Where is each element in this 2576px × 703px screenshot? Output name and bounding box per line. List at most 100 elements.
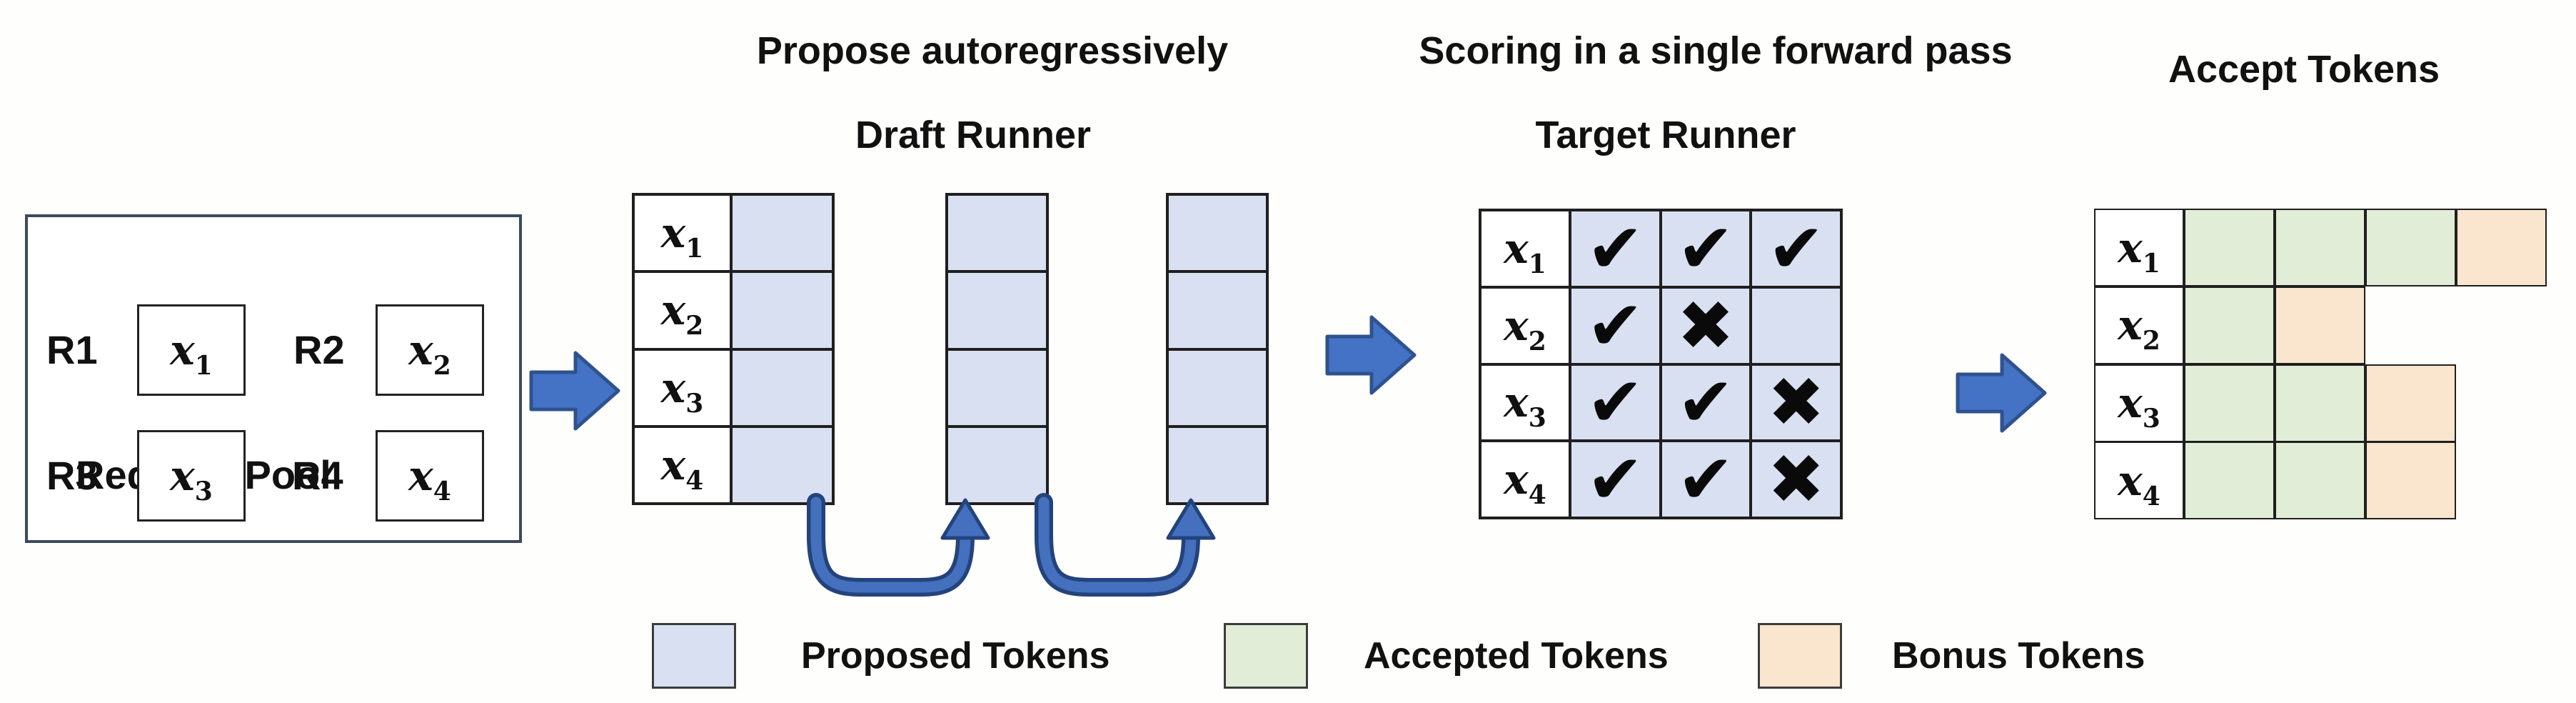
legend-bonus-label: Bonus Tokens	[1892, 635, 2145, 677]
check-icon: ✔	[1676, 439, 1735, 520]
token-label: x3	[1504, 378, 1546, 434]
draft-step2-column	[945, 193, 1049, 505]
draft-row-label: x4	[633, 426, 731, 504]
stage-title-accept: Accept Tokens	[2168, 48, 2440, 91]
accept-check-cell: ✔	[1660, 208, 1751, 289]
proposed-token-cell	[1167, 271, 1267, 349]
u-turn-arrow-icon-2	[1035, 493, 1216, 597]
proposed-token-cell	[947, 194, 1047, 272]
proposed-token-cell	[731, 349, 833, 427]
accept-check-cell: ✔	[1570, 441, 1661, 518]
proposed-token-cell	[1167, 426, 1267, 504]
accept-check-cell: ✔	[1660, 362, 1751, 443]
proposed-token-cell	[731, 271, 833, 349]
accept-row: x2	[2094, 286, 2365, 364]
draft-row-label: x3	[633, 349, 731, 427]
request-token-box: x1	[137, 304, 246, 396]
draft-step1-table: x1 x2 x3 x4	[632, 193, 835, 505]
accept-check-cell: ✔	[1660, 439, 1751, 520]
check-icon: ✔	[1676, 208, 1735, 289]
proposed-token-cell	[1167, 349, 1267, 427]
legend-accepted-swatch	[1224, 623, 1308, 689]
cross-icon: ✖	[1767, 439, 1825, 520]
accept-row-label: x4	[2094, 442, 2184, 520]
request-id-label: R3	[46, 453, 98, 498]
token-label: x4	[2118, 456, 2160, 512]
draft-step3-column	[1166, 193, 1269, 505]
check-icon: ✔	[1586, 208, 1644, 289]
bonus-token-cell	[2365, 442, 2456, 520]
accepted-token-cell	[2275, 442, 2365, 520]
token-label: x2	[408, 326, 451, 381]
accept-row-label: x3	[2094, 364, 2184, 442]
check-icon: ✔	[1586, 439, 1644, 520]
accept-check-cell: ✔	[1570, 364, 1661, 442]
proposed-token-cell	[731, 426, 833, 504]
accepted-token-cell	[2184, 364, 2275, 442]
cross-icon: ✖	[1767, 362, 1825, 443]
token-label: x2	[1504, 301, 1546, 357]
token-label: x1	[1504, 224, 1546, 279]
stage-title-scoring: Scoring in a single forward pass	[1419, 29, 2013, 72]
accepted-token-cell	[2275, 364, 2365, 442]
token-label: x2	[660, 286, 704, 341]
legend-accepted-label: Accepted Tokens	[1364, 635, 1669, 677]
token-label: x1	[2118, 223, 2160, 279]
request-id-label: R1	[46, 327, 98, 372]
proposed-token-cell	[731, 194, 833, 272]
accepted-token-cell	[2365, 209, 2456, 286]
token-label: x4	[1504, 455, 1546, 511]
right-arrow-icon-3	[1956, 353, 2047, 433]
token-label: x4	[660, 440, 704, 496]
request-token-box: x3	[137, 430, 246, 522]
request-id-label: R4	[292, 453, 343, 498]
bonus-token-cell	[2365, 364, 2456, 442]
check-icon: ✔	[1676, 362, 1735, 443]
stage-title-propose: Propose autoregressively	[756, 29, 1229, 72]
check-icon: ✔	[1767, 208, 1825, 289]
target-row-label: x2	[1480, 286, 1570, 364]
token-label: x1	[170, 326, 213, 381]
accept-check-cell: ✔	[1751, 210, 1841, 287]
token-label: x2	[2118, 301, 2160, 357]
request-token-box: x4	[376, 430, 484, 522]
legend-proposed-swatch	[652, 623, 736, 689]
accept-row: x1	[2094, 209, 2547, 286]
legend-bonus-swatch	[1758, 623, 1842, 689]
draft-row-label: x1	[633, 194, 731, 272]
stage-subtitle-target-runner: Target Runner	[1535, 114, 1796, 156]
token-label: x3	[660, 363, 704, 419]
token-label: x1	[660, 209, 704, 264]
check-icon: ✔	[1586, 362, 1644, 443]
cross-icon: ✖	[1676, 285, 1735, 366]
proposed-token-cell	[947, 426, 1047, 504]
accept-row-label: x2	[2094, 286, 2184, 364]
accept-row: x4	[2094, 442, 2456, 520]
right-arrow-icon-1	[529, 351, 620, 431]
request-id-label: R2	[293, 327, 345, 372]
accept-check-cell: ✔	[1570, 210, 1661, 287]
stage-subtitle-draft-runner: Draft Runner	[855, 114, 1092, 156]
accepted-token-cell	[2275, 209, 2365, 286]
token-label: x3	[2118, 379, 2160, 434]
bonus-token-cell	[2456, 209, 2547, 286]
accept-row-label: x1	[2094, 209, 2184, 286]
target-row-label: x1	[1480, 210, 1570, 287]
accept-row: x3	[2094, 364, 2456, 442]
accepted-token-cell	[2184, 209, 2275, 286]
reject-cross-cell: ✖	[1751, 441, 1841, 518]
bonus-token-cell	[2275, 286, 2365, 364]
accept-tokens-grid: x1 x2 x3 x4	[2094, 209, 2551, 520]
u-turn-arrow-icon-1	[807, 493, 990, 597]
reject-cross-cell: ✖	[1660, 285, 1751, 366]
accepted-token-cell	[2184, 286, 2275, 364]
accept-check-cell: ✔	[1570, 286, 1661, 364]
request-token-box: x2	[376, 304, 484, 396]
reject-cross-cell: ✖	[1751, 364, 1841, 442]
token-label: x4	[408, 452, 451, 507]
proposed-token-cell	[1167, 194, 1267, 272]
token-label: x3	[170, 452, 213, 507]
right-arrow-icon-2	[1325, 315, 1417, 395]
target-scoring-grid: x1✔✔✔x2✔✖x3✔✔✖x4✔✔✖	[1479, 209, 1843, 519]
